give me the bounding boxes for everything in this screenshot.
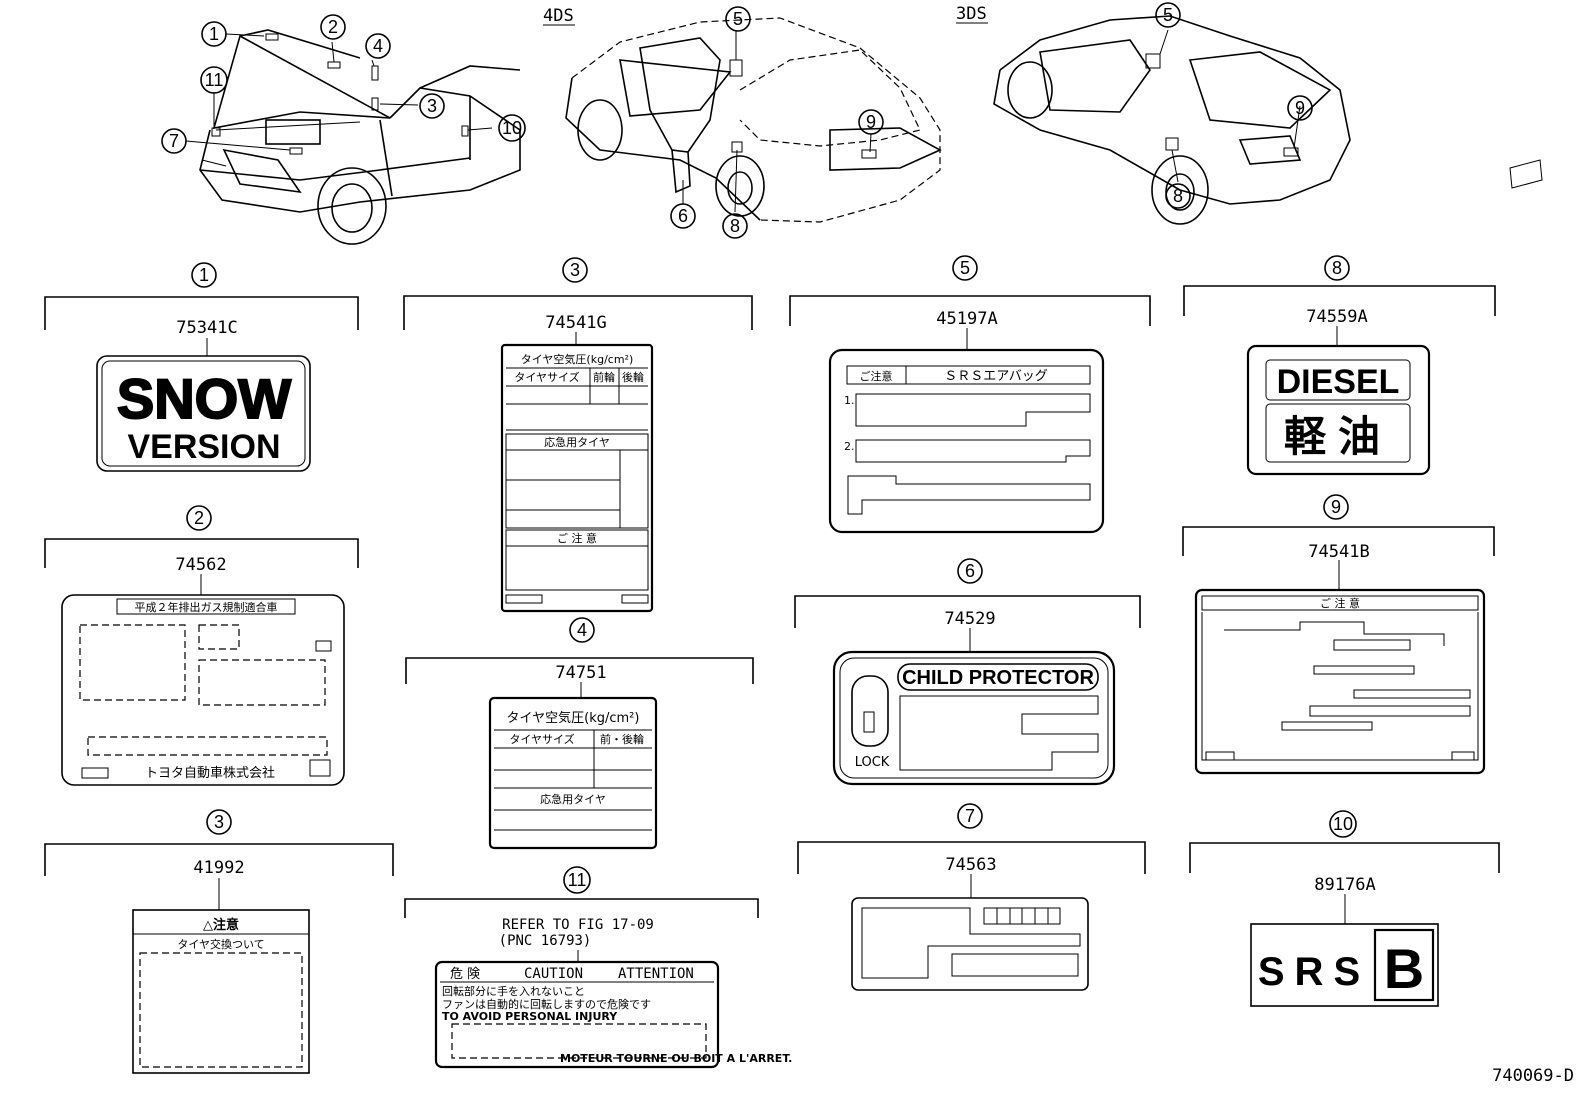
callout-2: 2 xyxy=(328,17,338,37)
caution-title: △注意 xyxy=(203,917,239,933)
label-3a-caution: ご 注 意 xyxy=(557,531,597,545)
fan-warning-2: ファンは自動的に回転しますので危険です xyxy=(442,997,651,1011)
sedan-4ds-illustration xyxy=(565,17,942,223)
label-9-title: ご 注 意 xyxy=(1320,596,1360,610)
label-6-child-protector: 6 74529 CHILD PROTECTOR LOCK xyxy=(794,558,1141,786)
label-8-diesel: 8 74559A DIESEL 軽油 xyxy=(1183,255,1496,476)
label-3a-ref: 3 xyxy=(570,260,580,280)
srs-airbag-title: ＳＲＳエアバッグ xyxy=(944,369,1047,384)
label-2-ref: 2 xyxy=(194,508,204,528)
srs-text: SRS xyxy=(1258,950,1370,994)
snow-text: SNOW xyxy=(117,367,291,430)
callout-9-3ds: 9 xyxy=(1295,98,1305,118)
label-11-ref: 11 xyxy=(568,870,587,890)
label-4-part-number: 74751 xyxy=(555,663,606,683)
label-9-part-number: 74541B xyxy=(1308,542,1369,562)
label-1-ref: 1 xyxy=(199,265,209,285)
label-7-ref: 7 xyxy=(965,806,975,826)
label-1-snow-version: 1 75341C SNOW VERSION xyxy=(44,262,359,472)
toyota-text: トヨタ自動車株式会社 xyxy=(145,765,275,781)
srs-b-box: B xyxy=(1384,937,1424,1000)
label-4-title: タイヤ空気圧(kg/cm²) xyxy=(507,710,640,726)
emission-header: 平成２年排出ガス規制適合車 xyxy=(135,600,278,614)
callout-8-4ds: 8 xyxy=(730,216,740,236)
pnc-number: (PNC 16793) xyxy=(499,933,592,949)
label-3b-part-number: 41992 xyxy=(193,858,244,878)
label-4-spare: 応急用タイヤ xyxy=(540,792,606,806)
callout-1: 1 xyxy=(209,24,219,44)
label-6-ref: 6 xyxy=(965,561,975,581)
danger-text: 危 険 xyxy=(450,967,480,982)
fan-warning-1: 回転部分に手を入れないこと xyxy=(442,984,585,998)
callout-6: 6 xyxy=(678,206,688,226)
label-5-part-number: 45197A xyxy=(936,309,997,329)
label-4-tire-pressure-small: 4 74751 タイヤ空気圧(kg/cm²) タイヤサイズ 前・後輪 応急用タイ… xyxy=(405,617,754,850)
label-3b-ref: 3 xyxy=(214,812,224,832)
front-col: 前輪 xyxy=(593,370,615,384)
moteur-text: MOTEUR TOURNE OU BOIT A L'ARRET. xyxy=(560,1052,792,1065)
label-2-emission: 2 74562 平成２年排出ガス規制適合車 トヨタ自動車株式会社 xyxy=(44,505,359,786)
label-9-caution-sheet: 9 74541B ご 注 意 xyxy=(1182,494,1495,775)
avoid-injury-text: TO AVOID PERSONAL INJURY xyxy=(442,1010,618,1023)
keiyu-text: 軽油 xyxy=(1284,413,1392,460)
label-8-ref: 8 xyxy=(1332,258,1342,278)
drawing-id: 740069-D xyxy=(1492,1066,1574,1086)
tire-pressure-title: タイヤ空気圧(kg/cm²) xyxy=(521,352,633,366)
callout-4: 4 xyxy=(373,36,383,56)
version-text: VERSION xyxy=(127,428,280,466)
view-label-4ds: 4DS xyxy=(543,6,574,26)
refer-to-fig: REFER TO FIG 17-09 xyxy=(502,917,654,933)
diesel-text: DIESEL xyxy=(1277,363,1400,401)
tire-size-col: タイヤサイズ xyxy=(514,370,579,384)
callout-5-4ds: 5 xyxy=(733,9,743,29)
view-label-3ds: 3DS xyxy=(956,4,987,24)
label-4-ref: 4 xyxy=(577,620,587,640)
callout-10: 10 xyxy=(502,118,522,138)
hatch-3ds-illustration xyxy=(993,15,1543,225)
label-3a-part-number: 74541G xyxy=(545,313,606,333)
lock-text: LOCK xyxy=(855,755,890,770)
label-1-part-number: 75341C xyxy=(176,318,237,338)
label-10-srs-b: 10 89176A SRS B xyxy=(1189,810,1500,1007)
label-11-fan-caution: 11 REFER TO FIG 17-09 (PNC 16793) 危 険 CA… xyxy=(404,866,792,1069)
label-3-tire-pressure-table: 3 74541G タイヤ空気圧(kg/cm²) タイヤサイズ 前輪 後輪 応急用… xyxy=(403,257,753,613)
label-5-srs-airbag: 5 45197A ご注意 ＳＲＳエアバッグ 1. 2. xyxy=(789,255,1151,534)
callout-3: 3 xyxy=(427,96,437,116)
spare-tire-text: 応急用タイヤ xyxy=(544,435,610,449)
label-10-part-number: 89176A xyxy=(1314,875,1375,895)
rear-col: 後輪 xyxy=(622,370,644,384)
illustration-callouts: 1 2 4 3 10 11 7 5 6 8 9 5 9 8 xyxy=(161,2,1313,239)
label-10-ref: 10 xyxy=(1333,814,1353,834)
item-1: 1. xyxy=(844,394,855,407)
attention-word: ATTENTION xyxy=(618,966,694,982)
label-7-small-plate: 7 74563 xyxy=(797,803,1146,991)
callout-8-3ds: 8 xyxy=(1173,186,1183,206)
callout-11: 11 xyxy=(205,70,224,90)
srs-caution-tag: ご注意 xyxy=(860,369,893,383)
label-7-part-number: 74563 xyxy=(945,855,996,875)
label-2-part-number: 74562 xyxy=(175,555,226,575)
label-8-part-number: 74559A xyxy=(1306,307,1367,327)
child-protector-title: CHILD PROTECTOR xyxy=(902,667,1094,689)
callout-7: 7 xyxy=(169,131,179,151)
label-6-part-number: 74529 xyxy=(944,609,995,629)
label-5-ref: 5 xyxy=(960,258,970,278)
caution-word: CAUTION xyxy=(524,966,583,982)
label-4-tire-size: タイヤサイズ xyxy=(509,732,574,746)
label-3-tire-caution: 3 41992 △注意 タイヤ交換ついて xyxy=(44,809,394,1074)
tire-change-text: タイヤ交換ついて xyxy=(177,937,264,951)
label-9-ref: 9 xyxy=(1331,497,1341,517)
item-2: 2. xyxy=(844,440,855,453)
front-car-illustration xyxy=(185,29,521,245)
label-4-front-rear: 前・後輪 xyxy=(600,732,644,746)
callout-9-4ds: 9 xyxy=(866,112,876,132)
callout-5-3ds: 5 xyxy=(1163,5,1173,25)
